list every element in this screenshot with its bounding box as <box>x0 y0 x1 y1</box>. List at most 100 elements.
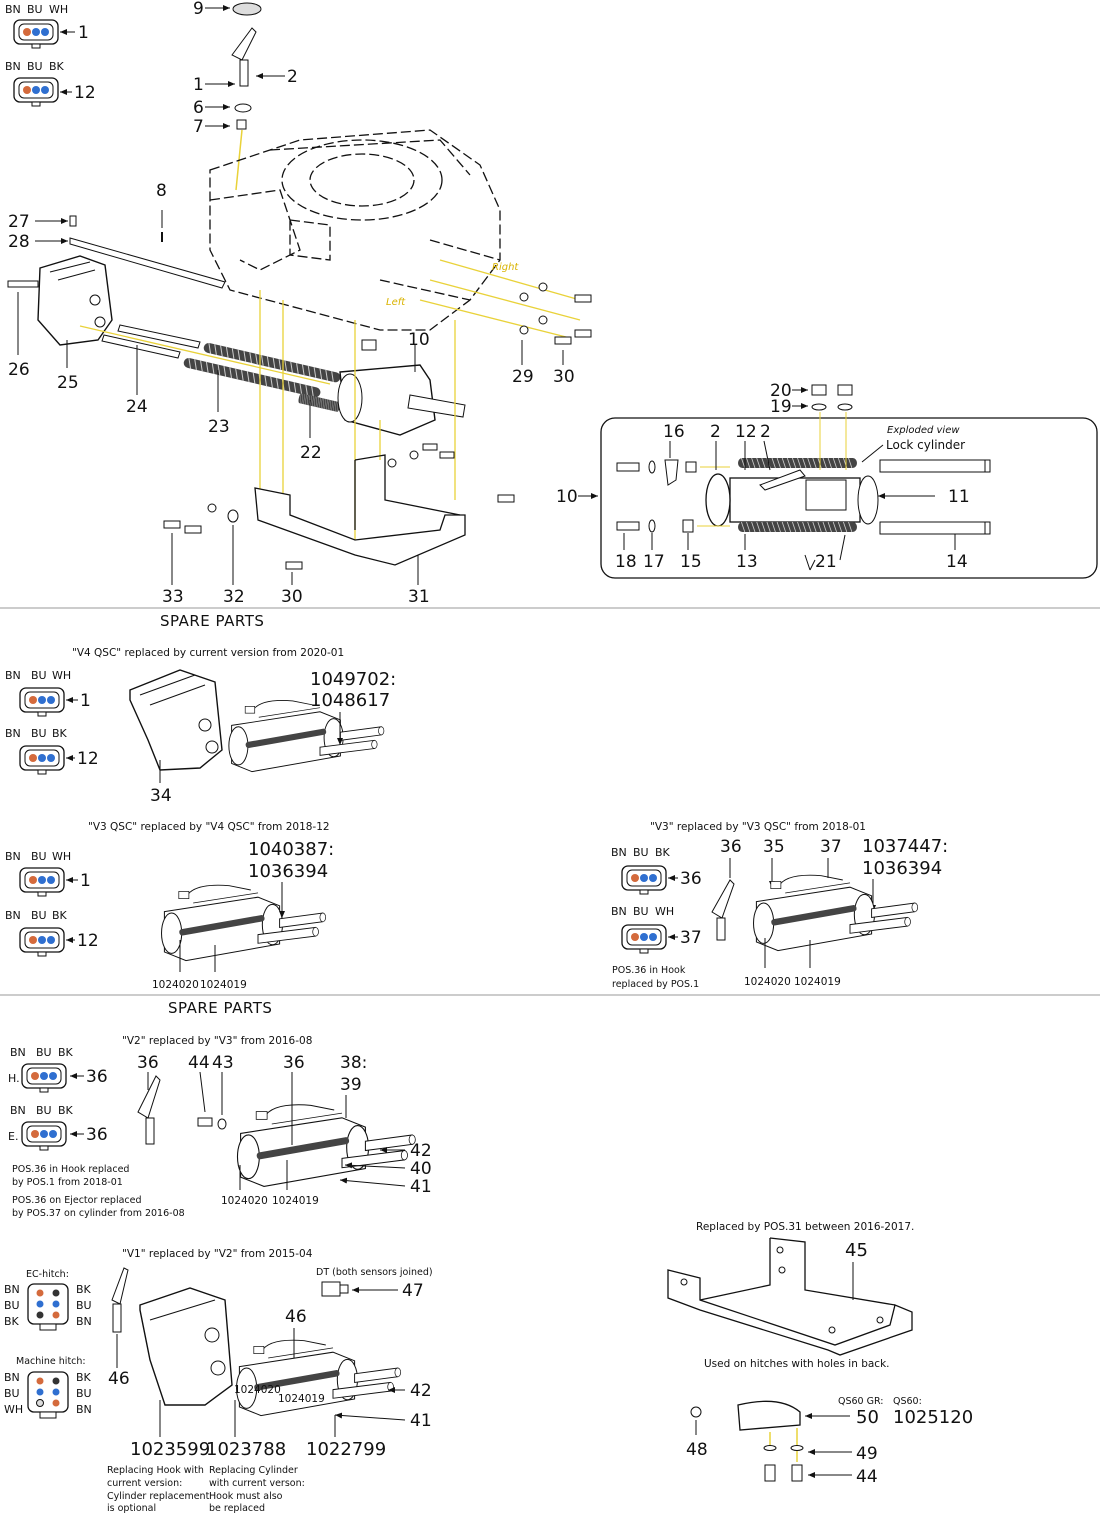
callout-35: 35 <box>763 837 785 857</box>
note: Replacing Hook with <box>107 1465 204 1476</box>
callout-50: 50 <box>856 1407 879 1428</box>
part-number: 1024020 <box>221 1195 268 1207</box>
callout-12: 12 <box>735 422 757 442</box>
note: with current verson: <box>209 1478 305 1489</box>
wire-label: WH <box>655 905 674 918</box>
callout-44: 44 <box>188 1053 210 1073</box>
callout-27: 27 <box>8 212 30 232</box>
callout-9: 9 <box>193 0 204 19</box>
wire-label: BU <box>76 1387 92 1400</box>
note: Replacing Cylinder <box>209 1465 298 1476</box>
spare-parts-section-1: SPARE PARTS "V4 QSC" replaced by current… <box>5 612 948 991</box>
callout-30: 30 <box>553 367 575 387</box>
wire-label: BK <box>76 1283 92 1296</box>
note: POS.36 in Hook replaced <box>12 1164 129 1175</box>
note: by POS.1 from 2018-01 <box>12 1177 123 1188</box>
callout-7: 7 <box>193 117 204 137</box>
connector-icon <box>19 867 65 897</box>
part-number: 1022799 <box>306 1439 386 1460</box>
callout-37: 37 <box>820 837 842 857</box>
wire-label: BN <box>5 727 21 740</box>
section-header: SPARE PARTS <box>168 999 272 1017</box>
callout-29: 29 <box>512 367 534 387</box>
note: by POS.37 on cylinder from 2016-08 <box>12 1208 185 1219</box>
callout-36: 36 <box>86 1125 108 1145</box>
wire-label: BK <box>52 727 68 740</box>
callout-17: 17 <box>643 552 665 572</box>
part-number: 1049702: <box>310 669 396 690</box>
callout-16: 16 <box>663 422 685 442</box>
qs60gr-label: QS60 GR: <box>838 1396 884 1407</box>
wire-label: BN <box>76 1403 92 1416</box>
wire-label: BN <box>10 1046 26 1059</box>
callout-41: 41 <box>410 1177 432 1197</box>
part-number: 1024019 <box>200 979 247 991</box>
part-number: 1040387: <box>248 839 334 860</box>
part-number: 1025120 <box>893 1407 973 1428</box>
lock-cylinder: 10 <box>337 330 466 436</box>
exploded-title: Exploded view <box>887 425 960 436</box>
wire-label: BN <box>5 3 21 16</box>
part-number: 1037447: <box>862 836 948 857</box>
callout-15: 15 <box>680 552 702 572</box>
wire-label: BU <box>76 1299 92 1312</box>
callout-42: 42 <box>410 1141 432 1161</box>
connector-icon <box>19 687 65 717</box>
connector-icon <box>13 19 59 49</box>
callout-11: 11 <box>948 487 970 507</box>
part-number: 1048617 <box>310 690 390 711</box>
callout-10: 10 <box>408 330 430 350</box>
prefix-label: E. <box>8 1130 18 1143</box>
wire-label: BN <box>10 1104 26 1117</box>
wire-label: BK <box>52 909 68 922</box>
part-number: 1024020 <box>234 1384 281 1396</box>
plate45-drawing <box>667 1237 913 1356</box>
wire-label: BN <box>5 669 21 682</box>
callout-1: 1 <box>80 691 91 711</box>
callout-24: 24 <box>126 397 148 417</box>
wire-label: BN <box>4 1371 20 1384</box>
hitch-frame <box>209 129 501 331</box>
callout-1: 1 <box>78 23 89 43</box>
wire-label: BN <box>76 1315 92 1328</box>
wire-label: BU <box>633 846 649 859</box>
callout-12: 12 <box>77 931 99 951</box>
connector-icon <box>21 1063 67 1093</box>
wire-label: BN <box>5 60 21 73</box>
v3-caption: "V3" replaced by "V3 QSC" from 2018-01 <box>650 821 866 833</box>
callout-1: 1 <box>80 871 91 891</box>
part-number: 1023599 <box>130 1439 210 1460</box>
wire-label: BK <box>58 1104 74 1117</box>
fasteners-bottom: 33 32 30 <box>162 503 303 607</box>
v2-cylinder-drawing <box>236 1104 416 1187</box>
wire-label: BU <box>633 905 649 918</box>
machine-hitch-connector <box>27 1371 69 1419</box>
callout-14: 14 <box>946 552 968 572</box>
callout-30: 30 <box>281 587 303 607</box>
callout-2: 2 <box>760 422 771 442</box>
wire-label: BU <box>4 1299 20 1312</box>
v3qsc-caption: "V3 QSC" replaced by "V4 QSC" from 2018-… <box>88 821 330 833</box>
callout-19: 19 <box>770 397 792 417</box>
callout-18: 18 <box>615 552 637 572</box>
note: POS.36 on Ejector replaced <box>12 1195 142 1206</box>
base-plate: 31 <box>254 443 515 607</box>
left-label: Left <box>386 297 406 308</box>
v4-caption: "V4 QSC" replaced by current version fro… <box>72 647 344 659</box>
wire-label: BU <box>31 850 47 863</box>
wire-label: BU <box>31 909 47 922</box>
rods-springs: 24 23 22 <box>101 324 342 463</box>
callout-26: 26 <box>8 360 30 380</box>
wire-label: BU <box>31 727 47 740</box>
wire-label: BK <box>655 846 671 859</box>
part-number: 1024019 <box>272 1195 319 1207</box>
hook-housing: 26 25 <box>7 255 113 393</box>
connector-icon <box>19 927 65 957</box>
callout-42: 42 <box>410 1381 432 1401</box>
wire-label: BU <box>36 1104 52 1117</box>
callout-39: 39 <box>340 1075 362 1095</box>
note: replaced by POS.1 <box>612 979 699 990</box>
wire-label: BN <box>5 850 21 863</box>
wire-label: WH <box>4 1403 23 1416</box>
